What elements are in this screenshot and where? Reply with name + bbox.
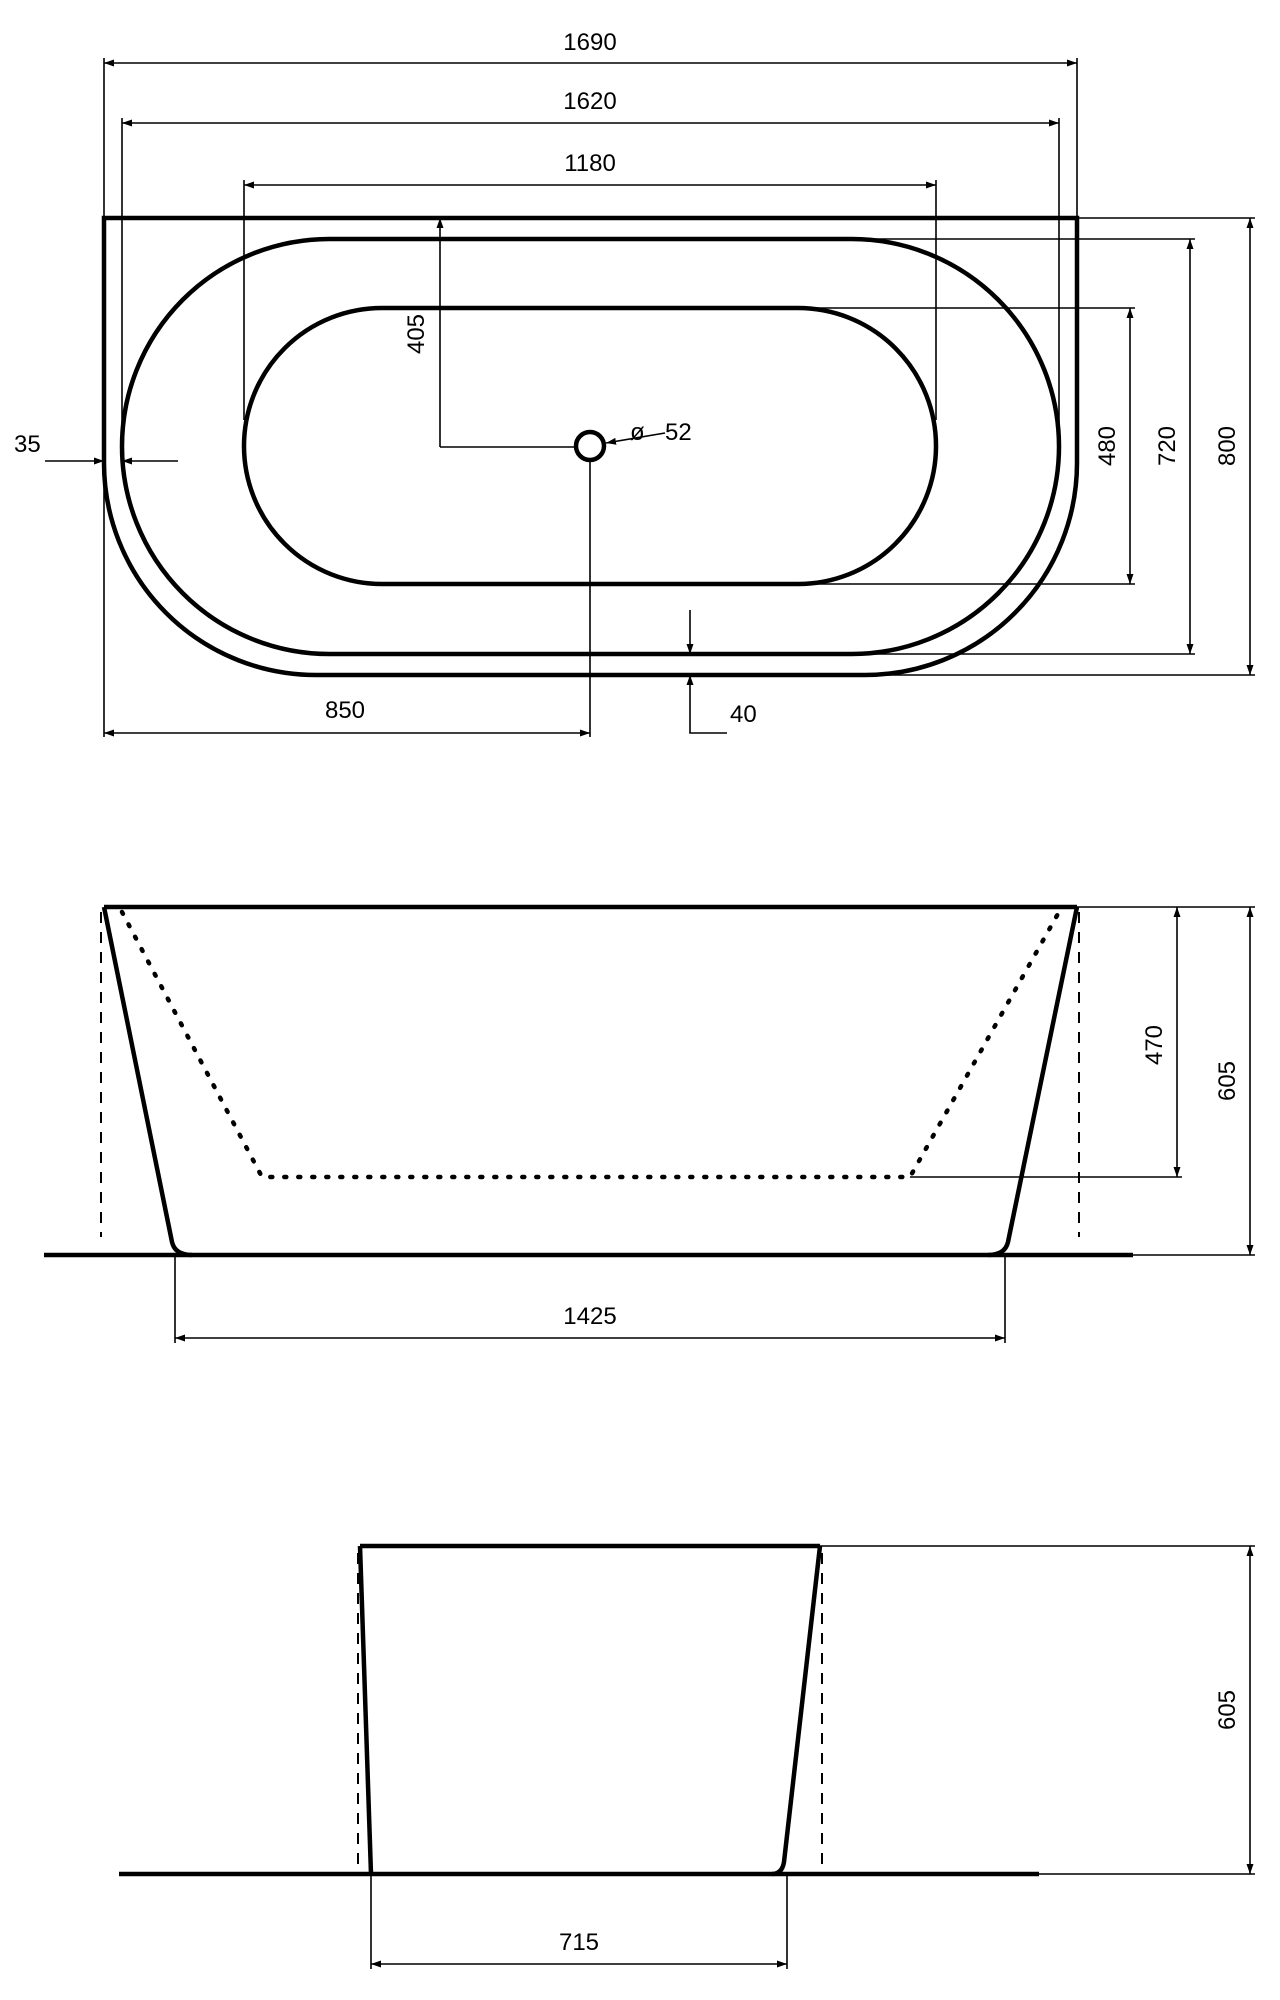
dim-drain-offset: 405	[403, 314, 430, 354]
dim-side-height: 605	[1214, 1690, 1241, 1730]
dim-drain-diameter: 52	[665, 419, 692, 446]
dim-rim-edge-left: 35	[14, 431, 41, 458]
side-view-right-wall	[771, 1545, 823, 1877]
dim-overall-length: 1690	[563, 29, 616, 56]
dim-outer-rim-length: 1620	[563, 88, 616, 115]
dim-base-length: 1425	[563, 1303, 616, 1330]
side-view-left-wall	[357, 1545, 374, 1875]
dim-line-rim-edge-front-bottom	[686, 675, 727, 734]
dim-inner-basin-width: 480	[1094, 426, 1121, 466]
side-view: 605 715	[119, 1543, 1255, 1969]
dim-overall-width: 800	[1214, 426, 1241, 466]
front-view: 470 605 1425	[44, 904, 1255, 1343]
front-view-right-wall	[987, 906, 1080, 1258]
dim-line-drain-diameter	[605, 432, 666, 445]
top-view-extension-lines	[103, 58, 1255, 737]
dim-drain-distance: 850	[325, 697, 365, 724]
side-view-extension-lines	[370, 1545, 1255, 1969]
top-view: 1690 1620 1180 405 ø 52 480 720 800 35 8…	[14, 29, 1255, 737]
drain-diameter-symbol: ø	[630, 419, 645, 446]
front-view-left-wall	[101, 906, 193, 1258]
dim-outer-rim-width: 720	[1154, 426, 1181, 466]
dim-rim-edge-front: 40	[730, 701, 757, 728]
drain-outlet	[573, 429, 607, 463]
front-view-basin-hidden	[119, 909, 1062, 1180]
dim-basin-depth: 470	[1141, 1025, 1168, 1065]
dim-front-height: 605	[1214, 1061, 1241, 1101]
front-view-extension-lines	[174, 906, 1255, 1343]
dim-inner-basin-length: 1180	[564, 150, 616, 177]
dim-base-width: 715	[559, 1929, 599, 1956]
